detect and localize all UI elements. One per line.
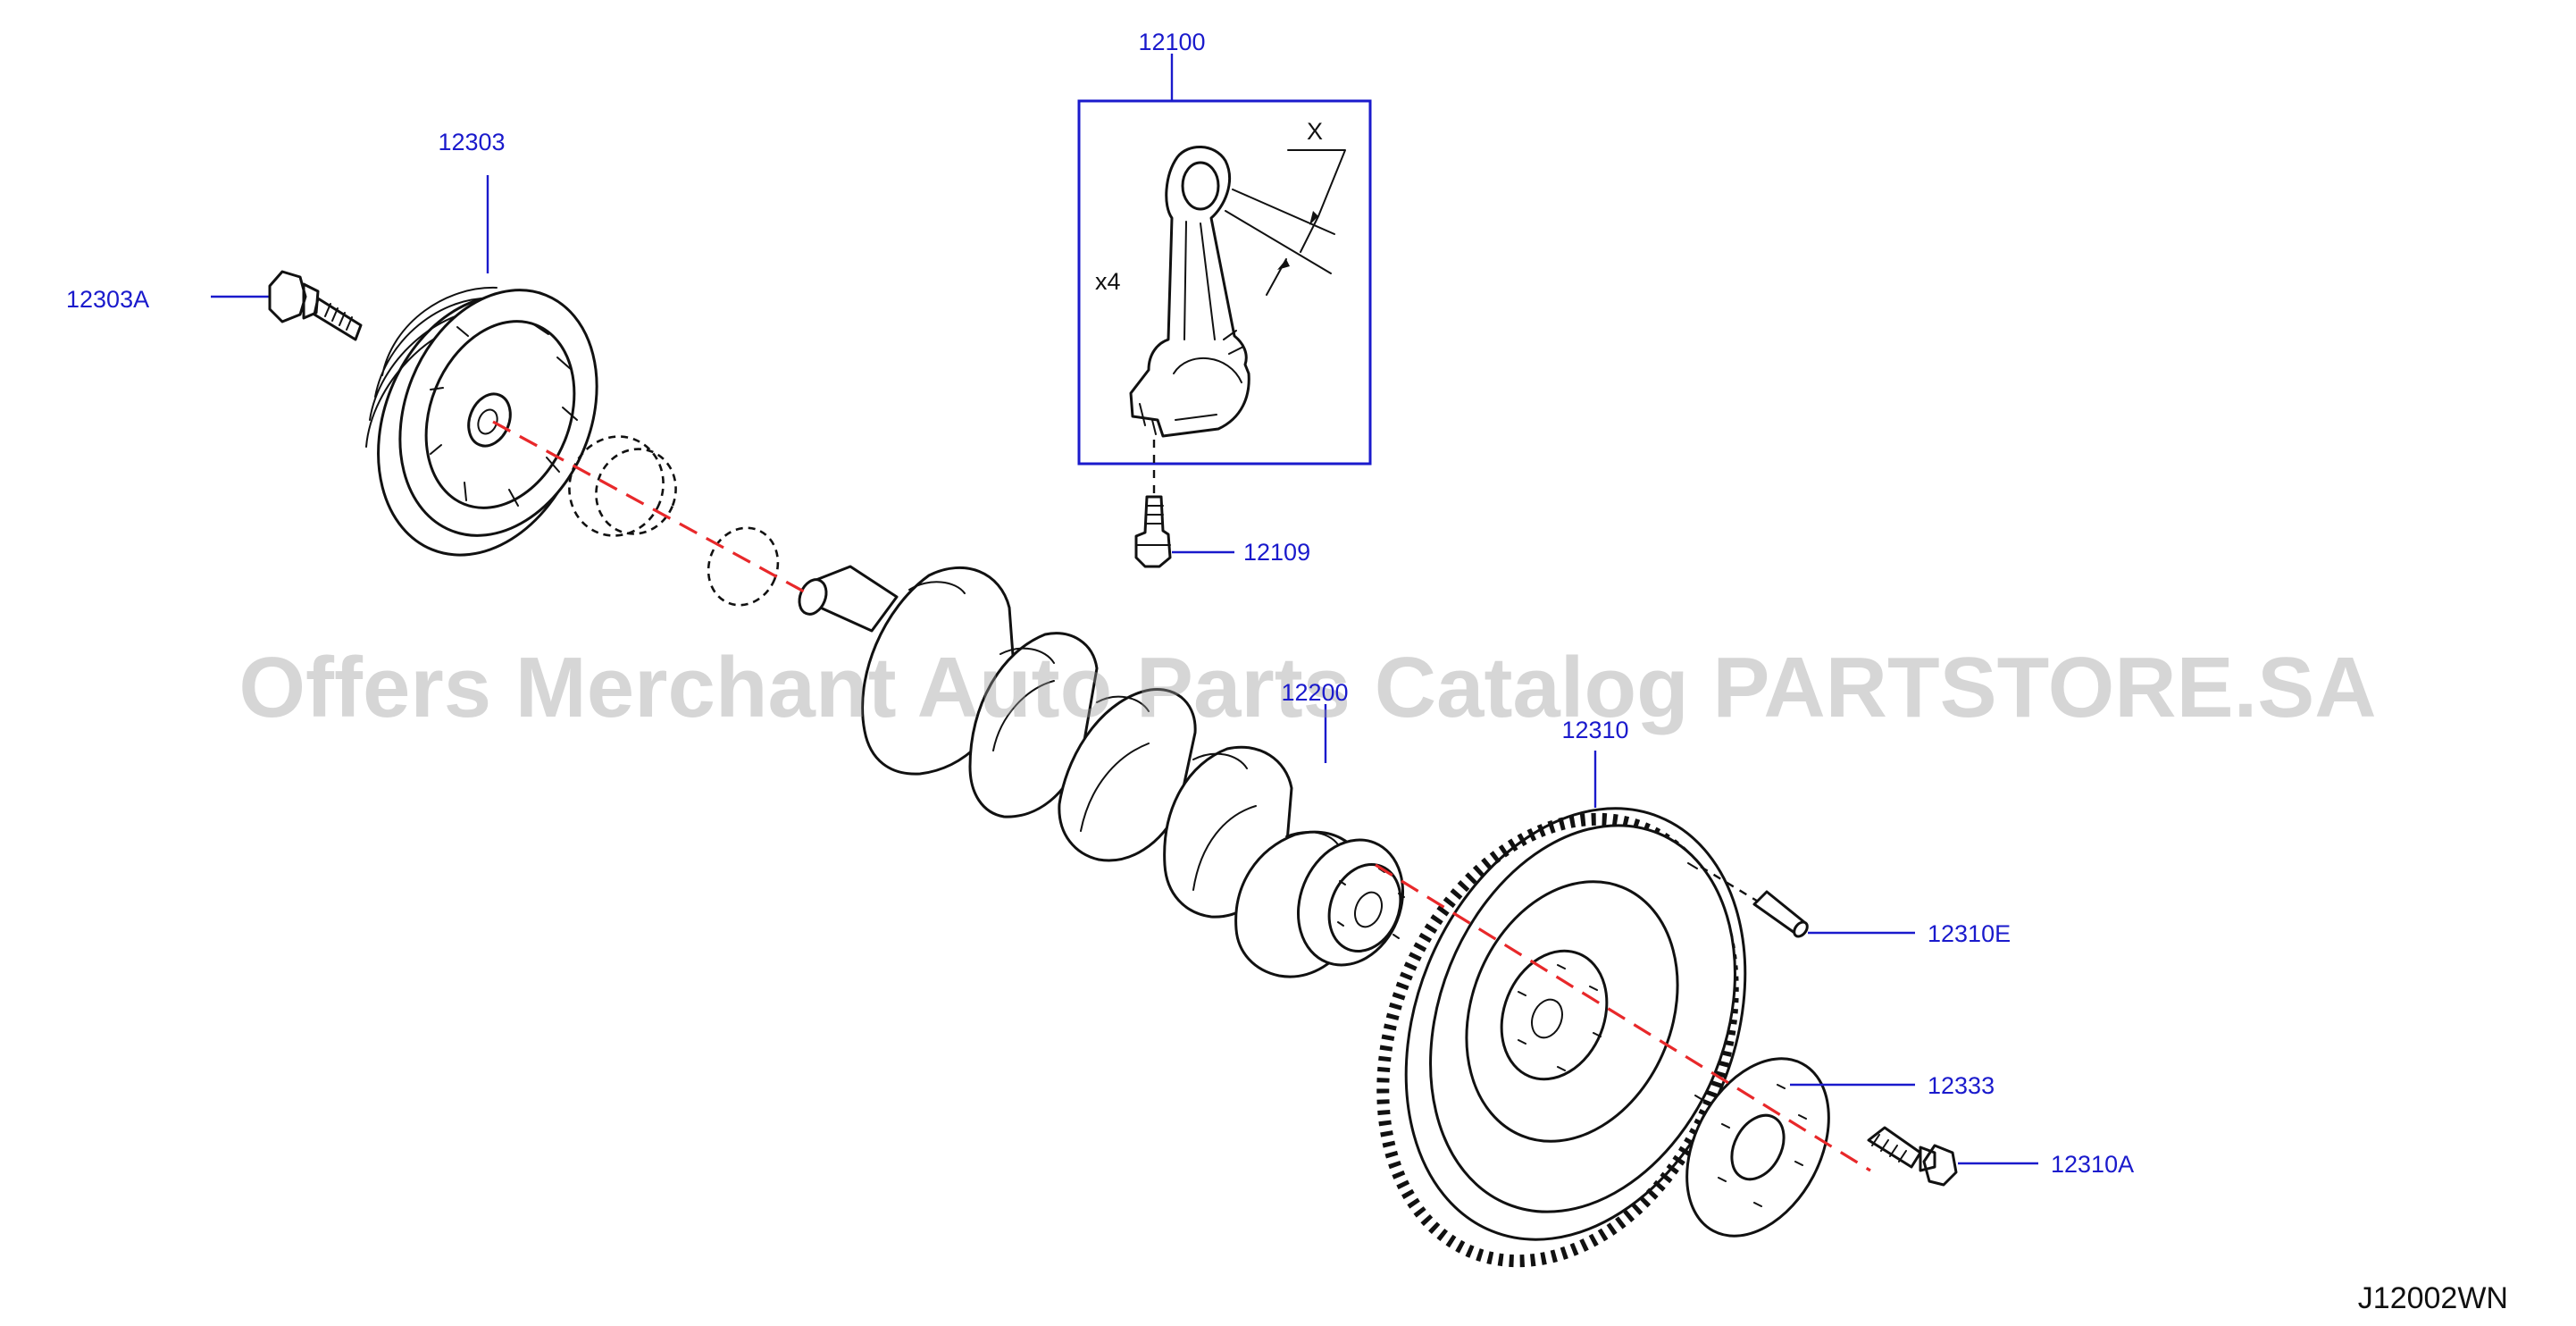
flywheel-ring-gear xyxy=(1376,812,1739,1268)
connecting-rod-box xyxy=(1077,99,1372,466)
part-label-connecting-rod[interactable]: 12100 xyxy=(1138,29,1205,55)
dimension-lines xyxy=(1225,149,1346,296)
watermark: Offers Merchant Auto Parts Catalog PARTS… xyxy=(238,640,2376,735)
crankshaft-group[interactable] xyxy=(795,565,1421,981)
part-label-rod-bolt[interactable]: 12109 xyxy=(1243,539,1310,566)
crankshaft-flange-bore xyxy=(1354,891,1383,928)
timing-sprocket-face xyxy=(595,448,677,535)
reinforcement-plate-group[interactable]: 12333 xyxy=(1658,1035,1995,1261)
crankshaft-web-3 xyxy=(1058,688,1197,862)
rod-bolt-threads xyxy=(1135,505,1171,546)
pulley-spokes xyxy=(430,323,578,507)
dimension-arrow-bottom xyxy=(1277,259,1290,270)
timing-sprocket xyxy=(568,435,665,537)
diagram-code: J12002WN xyxy=(2358,1281,2508,1315)
rod-bolt-drawing xyxy=(1134,495,1172,568)
part-label-crankshaft[interactable]: 12200 xyxy=(1281,679,1348,706)
pulley-bolt-group[interactable]: 12303A xyxy=(66,270,363,341)
crankshaft-flange-face xyxy=(1327,863,1402,953)
rod-small-end-bore xyxy=(1181,161,1220,211)
connecting-rod-group[interactable]: 12100 x4 X xyxy=(1077,29,1372,466)
flywheel-dowel-end xyxy=(1793,920,1809,938)
pulley-hub-bore xyxy=(477,408,498,435)
flywheel-bore xyxy=(1531,998,1563,1039)
flywheel-dowel-holes xyxy=(1687,862,1705,1102)
crankshaft-snout-end xyxy=(798,578,828,616)
pulley-bolt-threads xyxy=(324,303,353,331)
pulley-bolt-drawing xyxy=(268,270,363,341)
flywheel-hub xyxy=(1500,949,1609,1081)
crankshaft-web-2 xyxy=(968,632,1099,818)
crankshaft-counterweight-rings xyxy=(992,680,1257,891)
connecting-rod-drawing xyxy=(1129,146,1250,438)
assembly-axis-rear xyxy=(1375,863,1871,1172)
dimension-arrow-top xyxy=(1309,211,1318,225)
part-label-flywheel-bolt[interactable]: 12310A xyxy=(2051,1151,2134,1178)
part-label-pulley[interactable]: 12303 xyxy=(438,129,505,155)
part-label-reinforcement-plate[interactable]: 12333 xyxy=(1928,1072,1995,1099)
flywheel-bolt-holes xyxy=(1518,964,1602,1071)
dimension-note: X xyxy=(1307,118,1323,145)
pulley-grooves xyxy=(365,286,498,448)
rod-cap-bolts xyxy=(1139,330,1244,435)
pulley-group[interactable]: 12303 xyxy=(341,129,632,586)
dowel-axis xyxy=(1700,865,1761,904)
quantity-note: x4 xyxy=(1095,268,1121,295)
sprocket-group xyxy=(568,435,780,607)
reinforcement-plate-holes xyxy=(1718,1084,1807,1207)
reinforcement-plate-bore xyxy=(1730,1113,1786,1181)
flywheel-bolt-threads xyxy=(1871,1134,1907,1162)
oil-pump-sprocket xyxy=(707,526,780,607)
rod-bolt-group[interactable]: 12109 xyxy=(1134,440,1310,568)
part-label-flywheel-dowel[interactable]: 12310E xyxy=(1928,920,2011,947)
rod-beam-detail xyxy=(1173,221,1242,421)
flywheel-bolt-drawing xyxy=(1867,1126,1958,1187)
pulley-hub xyxy=(467,392,512,448)
flywheel-group[interactable]: 12310 xyxy=(1319,717,1806,1313)
flywheel-bolt-group[interactable]: 12310A xyxy=(1867,1126,2134,1187)
crankshaft-journals xyxy=(908,581,1341,848)
flywheel-dowel-group[interactable]: 12310E xyxy=(1700,865,2011,947)
part-label-pulley-bolt[interactable]: 12303A xyxy=(66,286,149,313)
part-label-flywheel[interactable]: 12310 xyxy=(1561,717,1628,743)
